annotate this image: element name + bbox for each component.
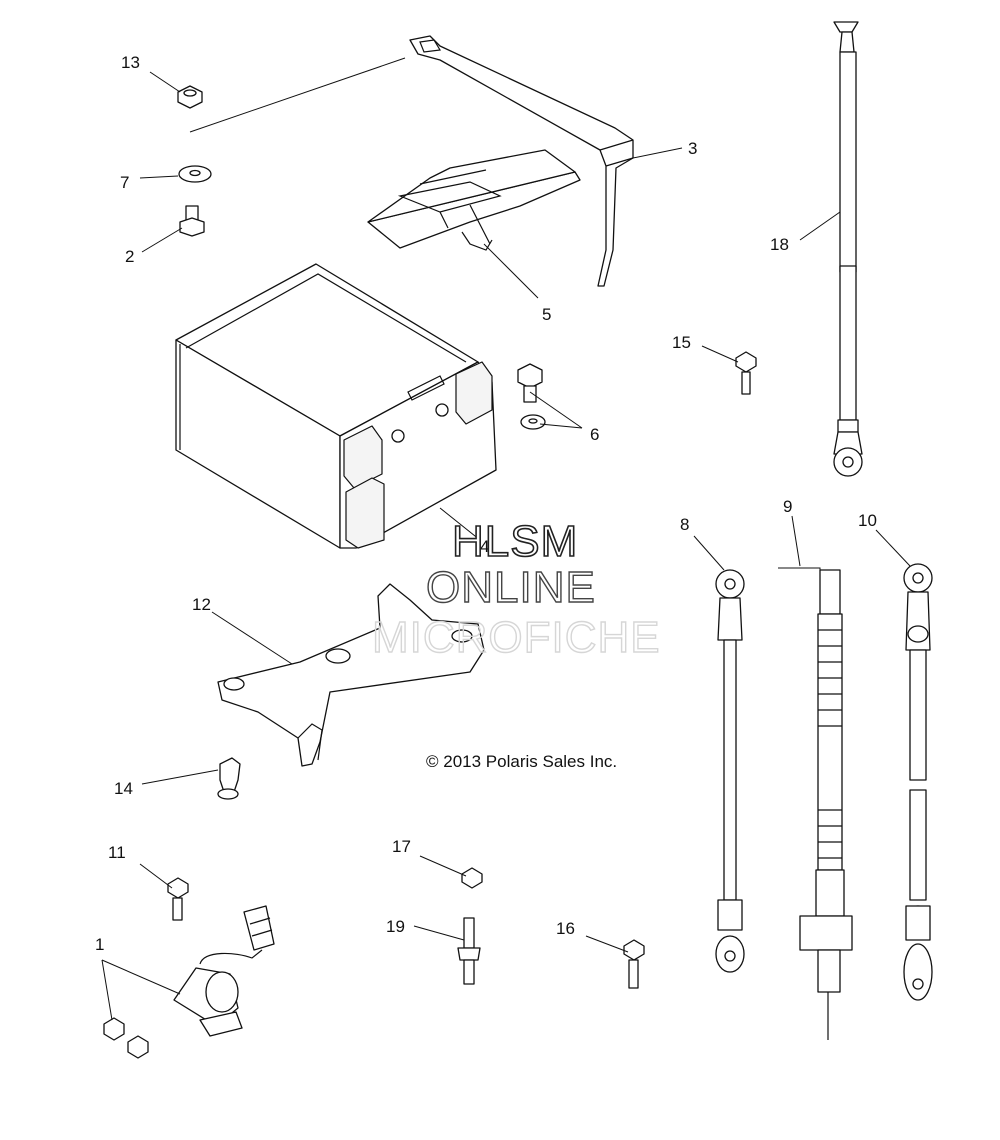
leader-lines xyxy=(101,57,911,1021)
part-19-stud xyxy=(457,917,481,985)
callout-13: 13 xyxy=(121,53,140,72)
callout-5: 5 xyxy=(542,305,551,324)
callout-3: 3 xyxy=(688,139,697,158)
part-6-bolt-washer xyxy=(517,363,546,430)
watermark-line-2: ONLINE xyxy=(426,563,596,612)
callout-16: 16 xyxy=(556,919,575,938)
watermark-line-1: HLSM xyxy=(452,517,578,566)
callout-18: 18 xyxy=(770,235,789,254)
callout-1: 1 xyxy=(95,935,104,954)
part-18-cable xyxy=(833,21,863,477)
part-10-cable xyxy=(903,563,933,1001)
part-15-screw xyxy=(735,351,757,395)
part-3-strap xyxy=(409,35,634,287)
part-17-nut xyxy=(461,867,483,889)
part-13-nut xyxy=(177,85,203,109)
callout-9: 9 xyxy=(783,497,792,516)
callout-11: 11 xyxy=(108,843,126,862)
callout-4: 4 xyxy=(480,537,489,556)
callout-8: 8 xyxy=(680,515,689,534)
callout-12: 12 xyxy=(192,595,211,614)
part-14-rivet xyxy=(217,757,241,800)
part-5-pad xyxy=(367,149,581,251)
watermark-line-3: MICROFICHE xyxy=(372,613,661,662)
part-2-bolt xyxy=(179,205,205,237)
callout-15: 15 xyxy=(672,333,691,352)
part-4-battery xyxy=(175,263,497,549)
part-7-washer xyxy=(178,165,212,183)
callout-19: 19 xyxy=(386,917,405,936)
part-1-solenoid xyxy=(103,905,275,1059)
part-8-cable xyxy=(715,569,745,973)
part-11-screw xyxy=(167,877,189,921)
callout-2: 2 xyxy=(125,247,134,266)
watermark: HLSM ONLINE MICROFICHE xyxy=(371,516,661,663)
callout-7: 7 xyxy=(120,173,129,192)
part-9-cable xyxy=(799,569,853,1040)
callout-14: 14 xyxy=(114,779,133,798)
callout-17: 17 xyxy=(392,837,411,856)
part-12-bracket xyxy=(217,583,485,767)
copyright-text: © 2013 Polaris Sales Inc. xyxy=(426,752,617,771)
callout-10: 10 xyxy=(858,511,877,530)
callout-labels: 13 7 2 3 5 6 15 18 4 12 14 11 17 19 16 8… xyxy=(95,53,877,954)
part-16-screw xyxy=(623,939,645,989)
callout-6: 6 xyxy=(590,425,599,444)
